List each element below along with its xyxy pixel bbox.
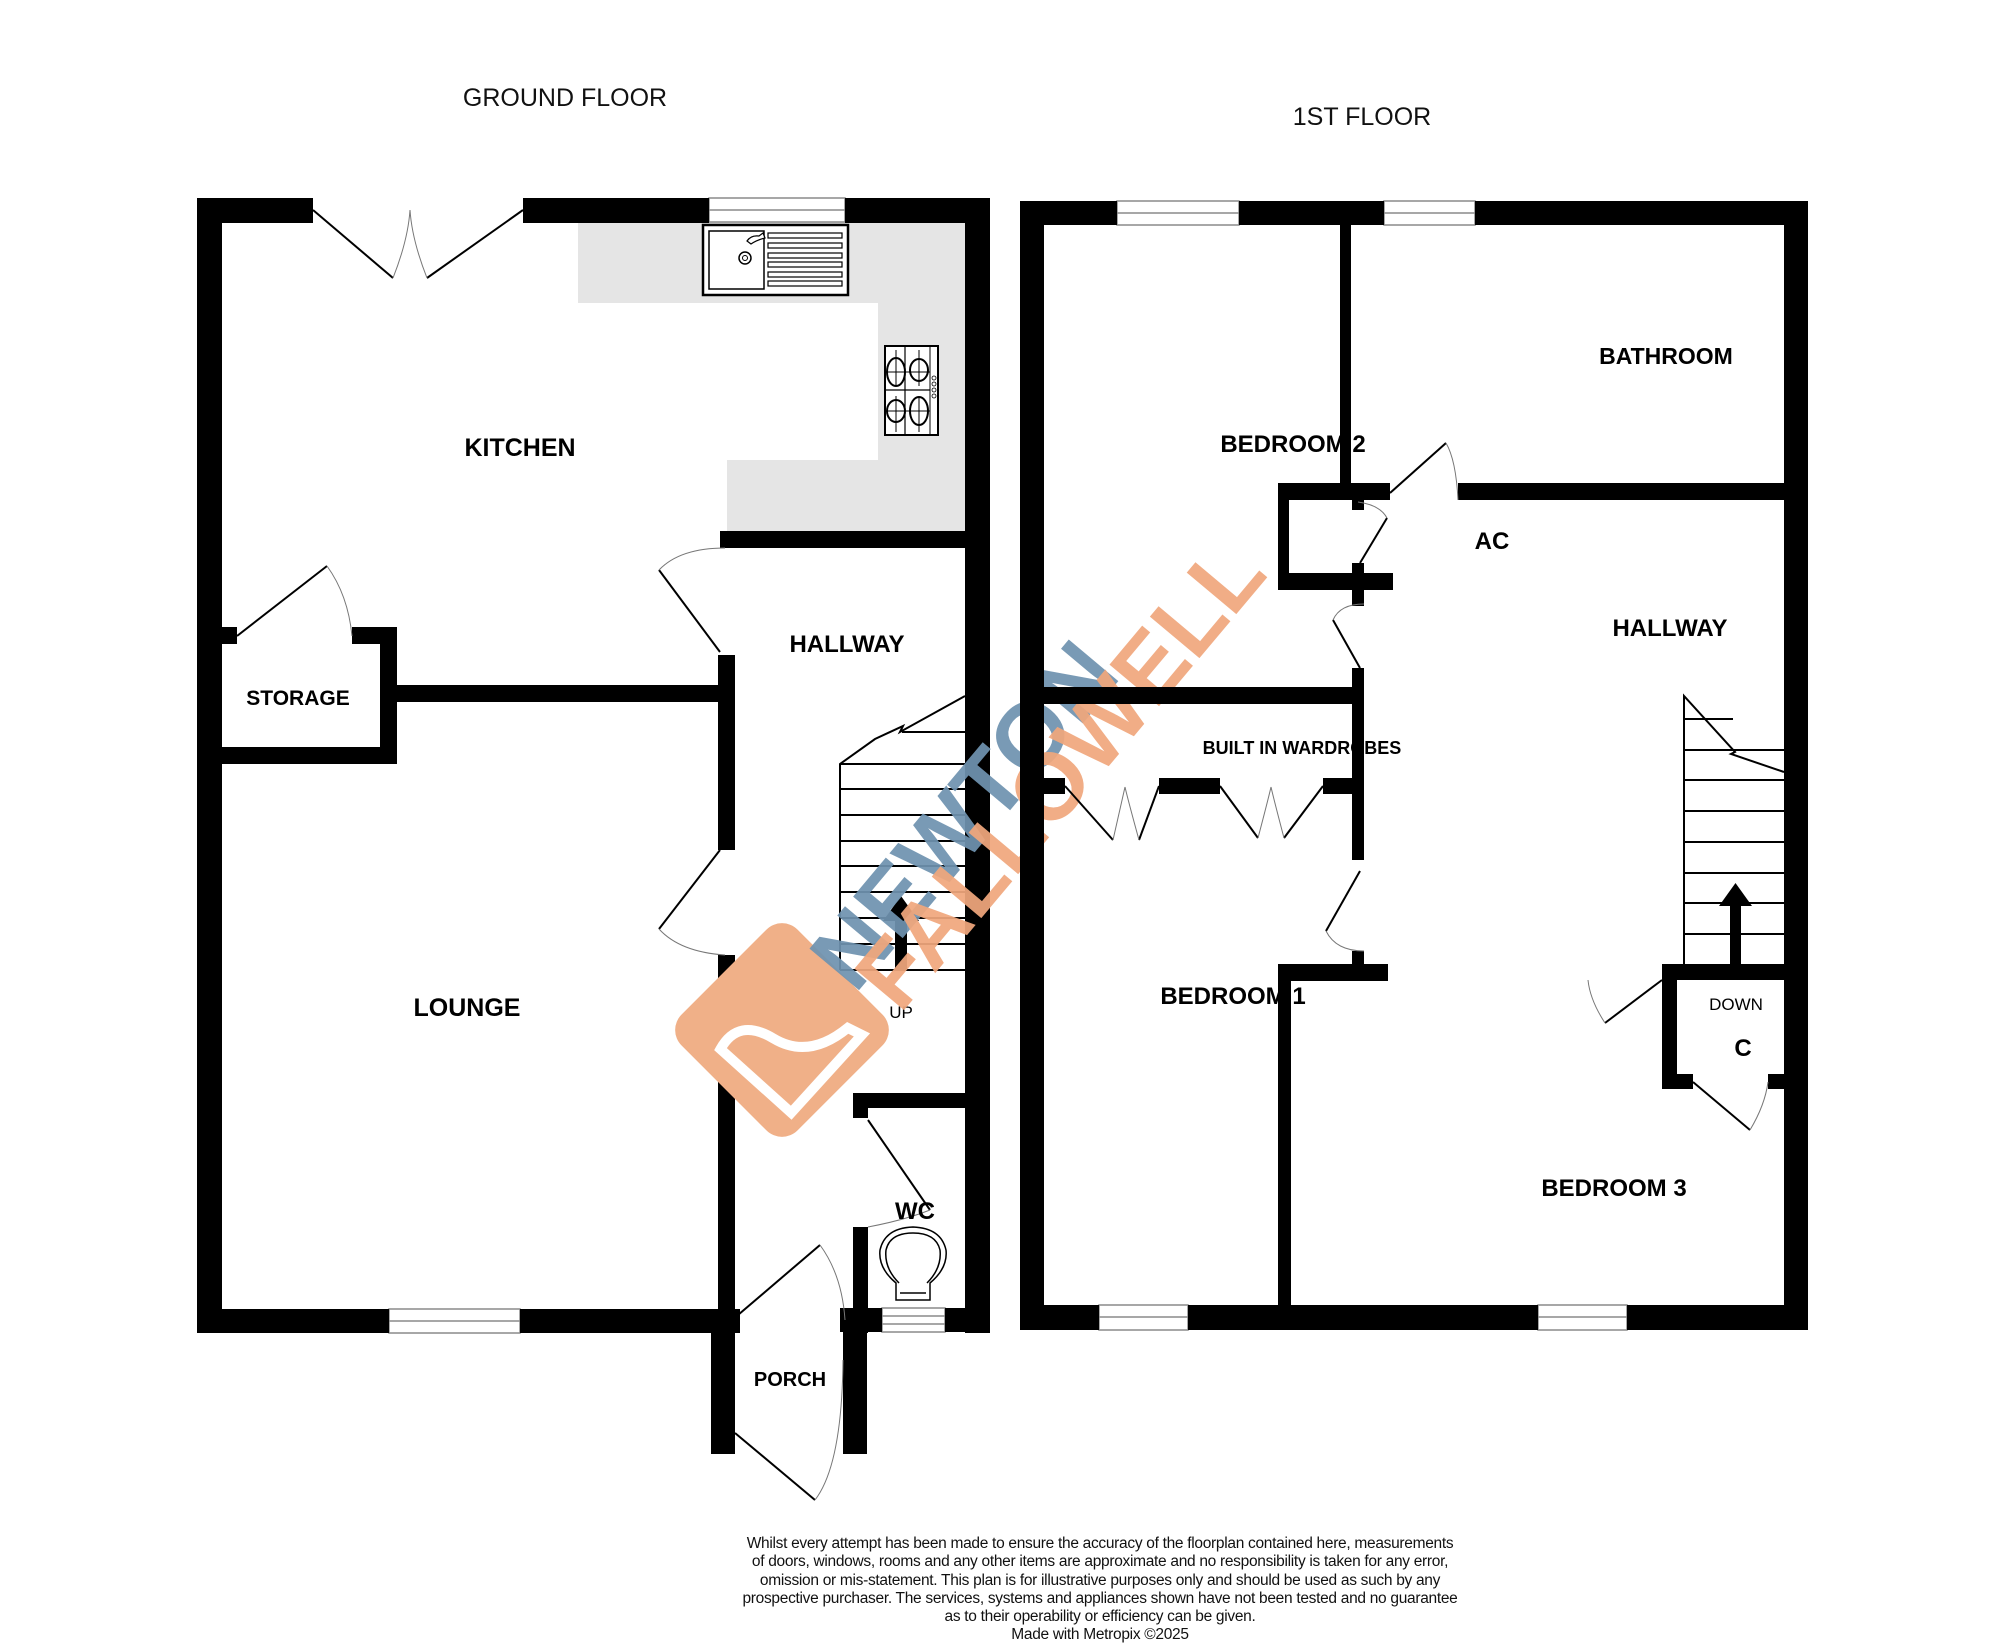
disclaimer: Whilst every attempt has been made to en…: [660, 1535, 1540, 1645]
window-bedroom-2: [1116, 200, 1240, 226]
window-wc: [881, 1307, 946, 1333]
room-label-hallway-ground: HALLWAY: [789, 631, 904, 658]
watermark-line2: FALLOWELL: [835, 520, 1285, 1027]
disclaimer-line: of doors, windows, rooms and any other i…: [751, 1553, 1449, 1571]
room-label-storage: STORAGE: [246, 687, 349, 710]
window-bedroom-1: [1098, 1304, 1189, 1331]
room-label-cupboard: C: [1734, 1035, 1751, 1062]
first-floor-stairs[interactable]: [1683, 693, 1785, 964]
ground-floor-labels: KITCHEN HALLWAY STORAGE LOUNGE WC PORCH: [246, 434, 935, 1391]
stairs-down-label: DOWN: [1709, 995, 1763, 1014]
ground-floor-title: GROUND FLOOR: [463, 84, 667, 112]
window-lounge: [388, 1308, 521, 1334]
first-floor-doors: [1064, 442, 1769, 1131]
room-label-bedroom-2: BEDROOM 2: [1220, 431, 1365, 458]
kitchen-sink-icon: [701, 223, 850, 297]
metropix-credit: Made with Metropix ©2025: [1011, 1626, 1189, 1644]
window-bathroom: [1383, 200, 1476, 226]
room-label-wc: WC: [895, 1198, 935, 1225]
stairs-up-label: UP: [889, 1003, 913, 1022]
room-label-built-in-wardrobes: BUILT IN WARDROBES: [1203, 738, 1402, 758]
ground-floor-plan: GROUND FLOOR: [197, 84, 990, 1501]
kitchen-hob-icon: [884, 345, 939, 436]
disclaimer-line: as to their operability or efficiency ca…: [944, 1608, 1256, 1626]
room-label-bedroom-1: BEDROOM 1: [1160, 983, 1305, 1010]
window-bedroom-3: [1537, 1304, 1628, 1331]
window-kitchen: [708, 197, 846, 223]
room-label-bathroom: BATHROOM: [1599, 343, 1733, 369]
disclaimer-line: Whilst every attempt has been made to en…: [746, 1535, 1454, 1552]
ground-floor-walls: [197, 198, 990, 1454]
room-label-kitchen: KITCHEN: [464, 434, 575, 462]
room-label-airing-cupboard: AC: [1475, 528, 1510, 555]
first-floor-title: 1ST FLOOR: [1293, 103, 1431, 131]
first-floor-walls: [1020, 201, 1808, 1330]
disclaimer-line: prospective purchaser. The services, sys…: [742, 1589, 1458, 1607]
stairs-down-arrow-icon: [1719, 883, 1752, 964]
room-label-bedroom-3: BEDROOM 3: [1541, 1175, 1686, 1202]
stairs-up-arrow-icon: [883, 896, 919, 970]
watermark-logo-icon: [675, 923, 889, 1137]
ground-floor-doors: [236, 209, 931, 1501]
disclaimer-line: omission or mis-statement. This plan is …: [759, 1571, 1441, 1589]
first-floor-plan: 1ST FLOOR: [1020, 103, 1808, 1331]
toilet-icon: [879, 1226, 947, 1301]
room-label-porch: PORCH: [754, 1369, 826, 1391]
room-label-hallway-first: HALLWAY: [1612, 615, 1727, 642]
room-label-lounge: LOUNGE: [414, 994, 521, 1022]
